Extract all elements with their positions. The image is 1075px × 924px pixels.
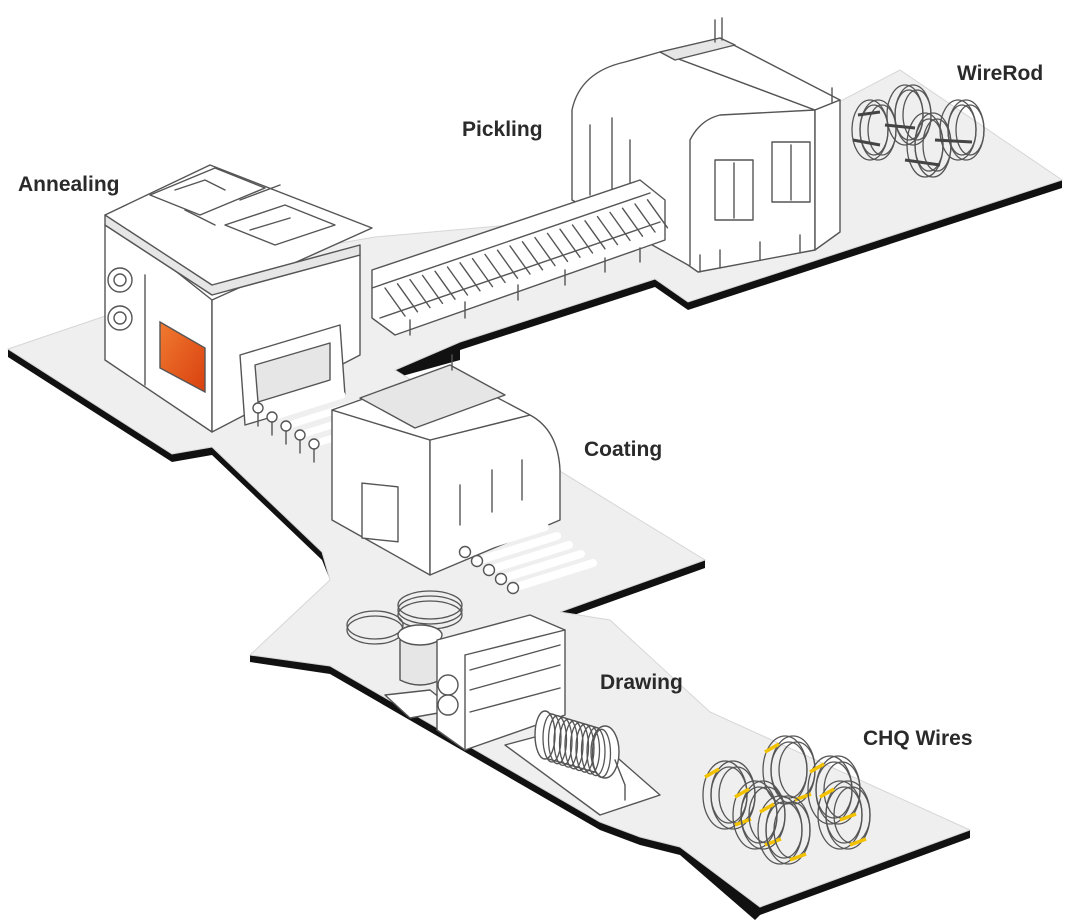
stage-label-annealing: Annealing bbox=[18, 173, 120, 196]
chq-wire-coils bbox=[702, 735, 871, 865]
drawing-spool bbox=[534, 710, 626, 801]
wirerod-coils bbox=[851, 84, 985, 178]
stage-label-pickling: Pickling bbox=[462, 118, 543, 141]
furnace-glow-window bbox=[159, 320, 206, 394]
stage-label-chq-wires: CHQ Wires bbox=[863, 727, 973, 750]
stage-label-drawing: Drawing bbox=[600, 671, 683, 694]
coating-machine bbox=[331, 354, 597, 595]
stage-label-coating: Coating bbox=[584, 438, 662, 461]
stage-label-wirerod: WireRod bbox=[957, 62, 1043, 85]
drawing-machine bbox=[346, 590, 661, 816]
conveyor-pickling-to-annealing bbox=[371, 179, 669, 336]
